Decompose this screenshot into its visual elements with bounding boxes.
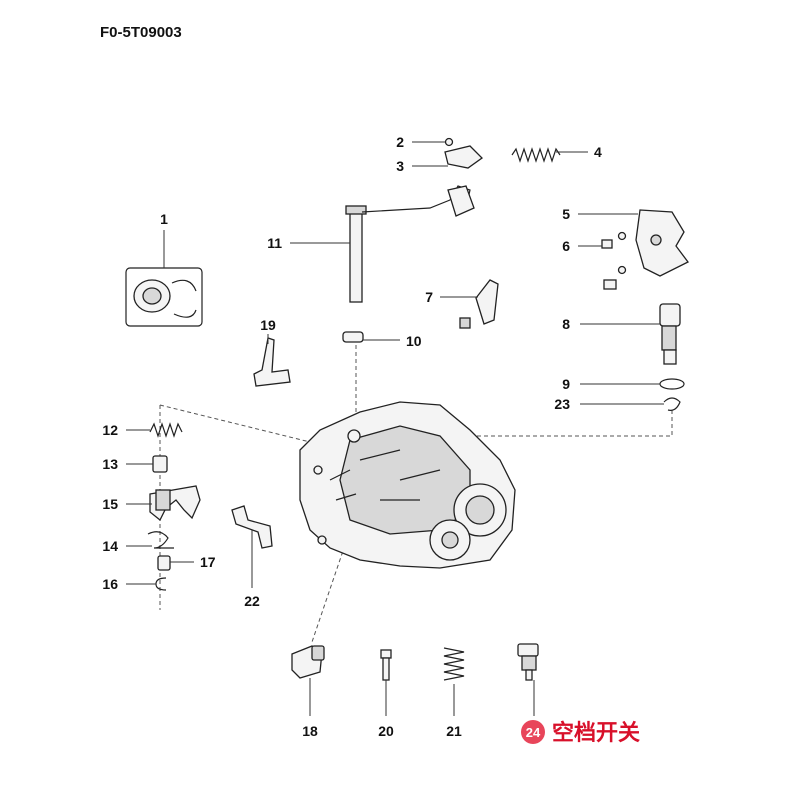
part-circlip [126, 577, 167, 591]
part-drain-plug [291, 645, 325, 716]
part-neutral-switch [517, 643, 539, 716]
callout-7: 7 [425, 289, 433, 305]
callout-11: 11 [267, 235, 282, 251]
callout-4: 4 [594, 144, 602, 160]
callout-19: 19 [260, 317, 276, 333]
part-o-ring [580, 378, 685, 390]
callout-22: 22 [244, 593, 260, 609]
callout-3: 3 [396, 158, 404, 174]
callout-12: 12 [102, 422, 118, 438]
assembly-guide-lines [159, 345, 673, 643]
part-speed-sensor [580, 303, 681, 365]
callout-2: 2 [396, 134, 404, 150]
part-bracket-plate [578, 209, 689, 290]
part-bolt [380, 649, 392, 716]
part-small-bracket [440, 279, 499, 329]
part-cable-bracket [231, 505, 273, 588]
part-washer-and-bracket [412, 137, 484, 169]
part-shift-fork [126, 485, 201, 522]
part-return-spring [126, 422, 183, 438]
callout-10: 10 [406, 333, 422, 349]
part-release-bearing [125, 230, 203, 327]
transmission-housing [299, 401, 516, 569]
callout-labels: 1 2 3 4 5 6 7 8 9 10 11 12 13 14 15 16 1… [102, 134, 602, 739]
callout-18: 18 [302, 723, 318, 739]
callout-15: 15 [102, 496, 118, 512]
callout-21: 21 [446, 723, 462, 739]
diagram-title: F0-5T09003 [100, 24, 182, 41]
part-guide-bushing [157, 555, 194, 571]
part-coil-spring [443, 647, 465, 716]
part-bushing [342, 331, 400, 343]
callout-20: 20 [378, 723, 394, 739]
part-retaining-spring [126, 531, 174, 549]
callout-14: 14 [102, 538, 118, 554]
highlight-label: 空档开关 [552, 720, 640, 745]
callout-9: 9 [562, 376, 570, 392]
callout-6: 6 [562, 238, 570, 254]
part-lever [253, 334, 291, 387]
part-shift-shaft [290, 185, 475, 303]
callout-8: 8 [562, 316, 570, 332]
highlight-callout: 24 空档开关 [521, 720, 640, 745]
callout-13: 13 [102, 456, 118, 472]
callout-23: 23 [554, 396, 570, 412]
callout-17: 17 [200, 554, 216, 570]
callout-5: 5 [562, 206, 570, 222]
part-clip [580, 397, 681, 411]
callout-1: 1 [160, 211, 168, 227]
part-spring [511, 147, 588, 163]
highlight-badge [521, 720, 545, 744]
part-sleeve [126, 455, 168, 473]
callout-16: 16 [102, 576, 118, 592]
callout-24: 24 [526, 725, 541, 740]
